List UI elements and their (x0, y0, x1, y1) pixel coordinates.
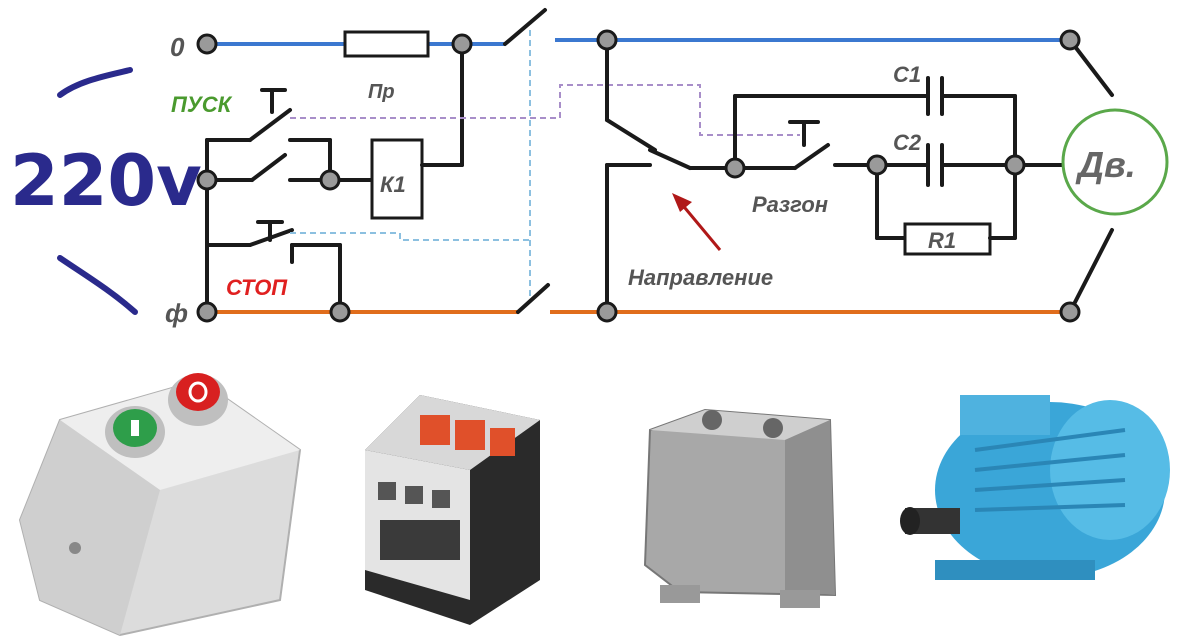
stop-label: СТОП (226, 275, 288, 300)
direction-label: Направление (628, 265, 773, 290)
contactor-icon (365, 395, 540, 625)
start-boost-link (290, 84, 800, 136)
voltage-annotation: 220v (10, 67, 202, 315)
main-switch-top (503, 8, 547, 46)
direction-arrow-head (672, 193, 692, 212)
direction-arrow (678, 201, 722, 251)
coil-switch-link (290, 232, 530, 241)
fuse-label: Пр (368, 81, 395, 103)
zero-terminal-label: 0 (170, 32, 185, 62)
main-switch-bottom (516, 283, 550, 314)
contactor-label: К1 (380, 172, 406, 197)
boost-label: Разгон (752, 192, 828, 217)
cap2-label: С2 (893, 130, 922, 155)
control-circuit (205, 42, 464, 314)
voltage-text: 220v (10, 140, 202, 222)
capacitor-icon (643, 408, 837, 608)
resistor-label: R1 (928, 228, 956, 253)
motor-symbol (1061, 108, 1169, 216)
motor-label: Дв. (1075, 144, 1136, 185)
zero-line (207, 38, 1070, 46)
cap1-label: С1 (893, 62, 921, 87)
motor-icon (900, 395, 1170, 580)
start-label: ПУСК (171, 92, 233, 117)
pushbutton-box-icon (18, 373, 302, 637)
voltage-stroke-top (57, 67, 133, 98)
junction-nodes (196, 29, 1081, 323)
voltage-stroke-bottom (57, 255, 138, 315)
fuse-symbol (343, 30, 430, 58)
phase-terminal-label: ф (165, 298, 188, 328)
